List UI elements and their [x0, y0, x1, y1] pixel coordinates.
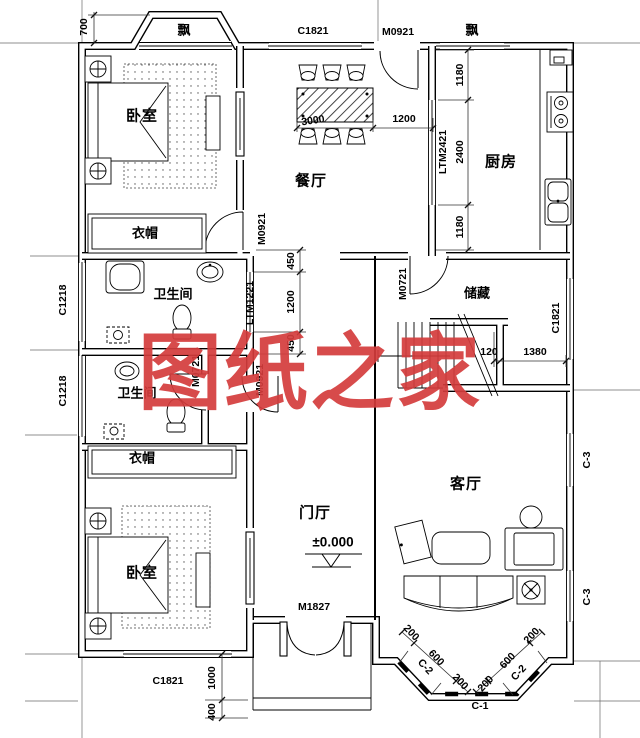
- dim-entry-2: 400: [205, 703, 218, 721]
- wardrobe-top-icon: [87, 213, 207, 254]
- code-door-storage: M0721: [396, 267, 409, 301]
- dining-table-icon: [296, 64, 374, 145]
- code-door-cloak: M0921: [255, 212, 268, 246]
- room-label-cloak-bottom: 衣帽: [128, 450, 156, 466]
- kitchen-fixtures: [544, 49, 574, 226]
- bay-window-bottom: [397, 660, 549, 697]
- room-label-storage: 储藏: [463, 285, 491, 301]
- dim-storage-1: 120: [480, 345, 498, 358]
- watermark: 图纸之家: [138, 323, 483, 422]
- window-symbols: [78, 42, 574, 658]
- room-label-bath-bottom: 卫生间: [117, 385, 157, 401]
- dim-dining-gap: 1200: [392, 112, 416, 125]
- elevation-marker: [305, 553, 362, 568]
- code-window-bay-bottom: C-1: [471, 699, 489, 712]
- bed-bottom-icon: [84, 505, 211, 640]
- dim-kitchen-2: 2400: [453, 140, 466, 164]
- code-window-top: C1821: [297, 24, 329, 37]
- room-label-living: 客厅: [449, 475, 483, 493]
- door-symbols: [169, 50, 449, 656]
- entrance-steps: [252, 624, 372, 711]
- dim-hall-1: 450: [284, 252, 297, 270]
- dim-kitchen-3: 1180: [453, 215, 466, 239]
- room-boundary-lines: [374, 50, 541, 620]
- bed-top-icon: [84, 55, 221, 189]
- dim-hall-2: 1200: [284, 290, 297, 314]
- bathroom-top-fixtures: [105, 260, 224, 344]
- room-label-dining: 餐厅: [294, 172, 328, 190]
- bay-window-label-top-left: 飘: [177, 22, 191, 38]
- code-window-right: C1821: [549, 302, 562, 334]
- room-label-bedroom-top: 卧室: [125, 107, 159, 125]
- code-window-bottom: C1821: [152, 674, 184, 687]
- bathroom-bottom-fixtures: [103, 361, 186, 440]
- code-window-bath: LTM1221: [243, 280, 256, 326]
- room-label-bedroom-bottom: 卧室: [125, 564, 159, 582]
- dim-storage-2: 1380: [523, 345, 547, 358]
- pocket-doors: [235, 91, 255, 605]
- wardrobe-bottom-icon: [87, 445, 237, 479]
- room-label-kitchen: 厨房: [484, 153, 518, 171]
- entry-door-leaves: [279, 621, 352, 657]
- code-window-living-lower: C-3: [580, 588, 593, 606]
- dim-elevation: ±0.000: [312, 534, 354, 550]
- stairs: [377, 313, 499, 397]
- dim-bay-top: 700: [77, 18, 90, 36]
- dimension-lines: [88, 11, 570, 722]
- code-door-entry: M1827: [297, 600, 331, 613]
- room-label-foyer: 门厅: [298, 504, 332, 522]
- code-window-left-lower: C1218: [56, 375, 69, 407]
- dim-entry-1: 1000: [205, 666, 218, 690]
- room-label-cloak-top: 衣帽: [131, 225, 159, 241]
- code-door-top: M0921: [381, 25, 415, 38]
- code-window-left-upper: C1218: [56, 284, 69, 316]
- code-window-kitchen: LTM2421: [436, 129, 449, 175]
- living-furniture: [394, 505, 564, 612]
- code-window-living-upper: C-3: [580, 451, 593, 469]
- dim-kitchen-1: 1180: [453, 63, 466, 87]
- bay-window-label-top-right: 飘: [465, 22, 479, 38]
- room-label-bath-top: 卫生间: [153, 286, 193, 302]
